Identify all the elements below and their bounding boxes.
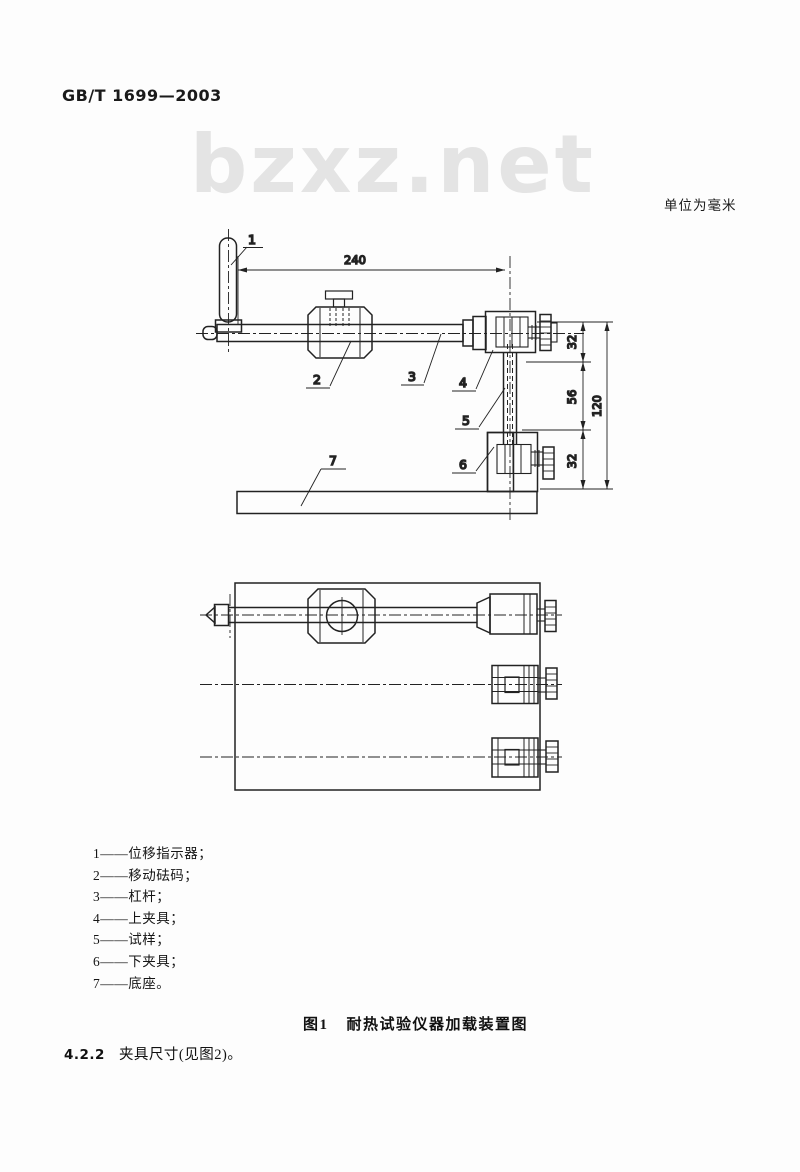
legend-item: 2——移动砝码；: [93, 867, 199, 883]
lever: [202, 315, 487, 351]
upper-clamp: [484, 310, 558, 354]
legend-item: 6——下夹具；: [93, 953, 185, 969]
center-lines: [196, 229, 584, 522]
figure-caption-title: 耐热试验仪器加载装置图: [346, 1017, 529, 1033]
section-number: 4.2.2: [64, 1047, 105, 1063]
dim-upper-clamp-label: 32: [565, 335, 579, 350]
part-label-1: 1: [248, 232, 256, 247]
watermark-text: bzxz.net: [190, 118, 596, 211]
part-label-2: 2: [313, 372, 321, 387]
part-leaders: [230, 246, 506, 507]
part-label-4: 4: [459, 375, 467, 390]
specimen: [502, 344, 518, 446]
section-4-2-2: 4.2.2 夹具尺寸(见图2)。: [64, 1043, 242, 1064]
displacement-indicator: [214, 237, 243, 333]
plan-middle-clamp: [491, 664, 558, 705]
movable-weight: [307, 290, 373, 359]
plan-view: [200, 582, 562, 791]
figure-caption-number: 图1: [303, 1017, 329, 1033]
dim-gauge-label: 56: [565, 390, 579, 405]
figure-legend: 1——位移指示器； 2——移动砝码； 3——杠杆； 4——上夹具； 5——试样；…: [93, 843, 212, 994]
legend-item: 1——位移指示器；: [93, 846, 213, 861]
legend-item: 3——杠杆；: [93, 889, 171, 905]
part-label-6: 6: [459, 457, 467, 472]
dimension-240: [237, 256, 505, 324]
plan-base-outline: [234, 582, 541, 791]
section-text: 夹具尺寸(见图2)。: [118, 1047, 243, 1063]
standard-number: GB/T 1699—2003: [62, 86, 222, 105]
legend-item: 4——上夹具；: [93, 910, 185, 926]
part-label-3: 3: [408, 369, 416, 384]
dim-total-length-label: 240: [344, 253, 366, 267]
part-label-5: 5: [462, 413, 470, 428]
figure-caption: 图1 耐热试验仪器加载装置图: [303, 1013, 528, 1034]
legend-item: 5——试样；: [93, 932, 171, 948]
plan-lower-clamp: [491, 737, 559, 778]
legend-item: 7——底座。: [93, 975, 171, 991]
plan-center-lines: [200, 594, 562, 758]
dim-overall-label: 120: [590, 395, 604, 417]
dim-lower-clamp-label: 32: [565, 454, 579, 469]
units-note: 单位为毫米: [664, 198, 737, 213]
lower-clamp: [486, 431, 555, 493]
plan-upper-clamp: [489, 593, 557, 635]
part-label-7: 7: [329, 453, 337, 468]
base-plate: [236, 490, 538, 515]
vertical-dimensions: [522, 321, 613, 490]
side-elevation-view: 240 32: [196, 229, 613, 522]
plan-weight: [307, 588, 376, 644]
